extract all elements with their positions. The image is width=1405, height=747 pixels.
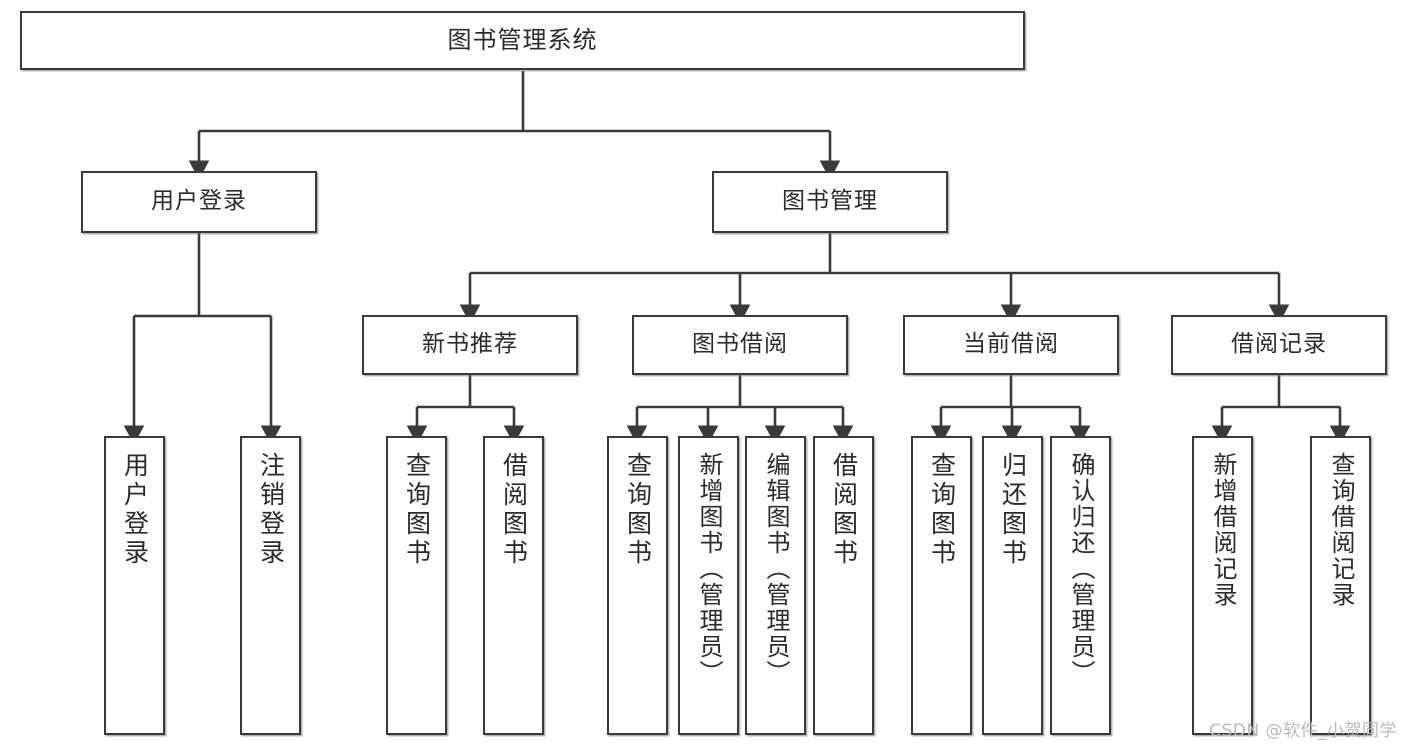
- node-leaf-query-book-borrow-label: 查询图书: [623, 452, 653, 568]
- node-user-login[interactable]: 用户登录: [81, 171, 317, 233]
- node-book-manage[interactable]: 图书管理: [712, 171, 948, 233]
- node-leaf-return-book-label: 归还图书: [998, 452, 1028, 568]
- node-leaf-query-book-recommend[interactable]: 查询图书: [386, 436, 447, 735]
- node-leaf-query-borrow-record[interactable]: 查询借阅记录: [1310, 436, 1371, 735]
- node-new-book-recommend[interactable]: 新书推荐: [362, 315, 578, 375]
- node-leaf-confirm-return-admin-label: 确认归还（管理员）: [1066, 452, 1095, 686]
- node-leaf-add-book-admin-label: 新增图书（管理员）: [694, 452, 723, 686]
- node-user-login-label: 用户登录: [151, 188, 247, 215]
- node-leaf-add-book-admin[interactable]: 新增图书（管理员）: [678, 436, 739, 735]
- node-current-borrow-label: 当前借阅: [963, 331, 1059, 358]
- node-root-label: 图书管理系统: [447, 26, 598, 55]
- node-leaf-borrow-book-label: 借阅图书: [829, 452, 859, 568]
- node-leaf-borrow-book-recommend-label: 借阅图书: [499, 452, 529, 568]
- node-leaf-user-login[interactable]: 用户登录: [104, 436, 165, 735]
- node-borrow-record-label: 借阅记录: [1231, 331, 1327, 358]
- node-leaf-add-borrow-record[interactable]: 新增借阅记录: [1192, 436, 1253, 735]
- node-leaf-return-book[interactable]: 归还图书: [982, 436, 1043, 735]
- node-leaf-query-book-current[interactable]: 查询图书: [911, 436, 972, 735]
- node-leaf-edit-book-admin-label: 编辑图书（管理员）: [761, 452, 790, 686]
- node-leaf-add-borrow-record-label: 新增借阅记录: [1208, 452, 1237, 608]
- node-book-borrow[interactable]: 图书借阅: [632, 315, 848, 375]
- node-book-manage-label: 图书管理: [782, 188, 878, 215]
- node-leaf-borrow-book-recommend[interactable]: 借阅图书: [483, 436, 544, 735]
- node-leaf-borrow-book[interactable]: 借阅图书: [813, 436, 874, 735]
- node-leaf-query-borrow-record-label: 查询借阅记录: [1326, 452, 1355, 608]
- node-leaf-confirm-return-admin[interactable]: 确认归还（管理员）: [1050, 436, 1111, 735]
- node-root[interactable]: 图书管理系统: [20, 11, 1025, 70]
- node-leaf-user-login-label: 用户登录: [120, 452, 150, 568]
- node-book-borrow-label: 图书借阅: [692, 331, 788, 358]
- node-leaf-user-logout-label: 注销登录: [256, 452, 286, 568]
- node-borrow-record[interactable]: 借阅记录: [1171, 315, 1387, 375]
- node-current-borrow[interactable]: 当前借阅: [903, 315, 1119, 375]
- node-leaf-query-book-recommend-label: 查询图书: [402, 452, 432, 568]
- node-leaf-query-book-borrow[interactable]: 查询图书: [607, 436, 668, 735]
- node-new-book-recommend-label: 新书推荐: [422, 331, 518, 358]
- node-leaf-user-logout[interactable]: 注销登录: [240, 436, 301, 735]
- node-leaf-query-book-current-label: 查询图书: [927, 452, 957, 568]
- node-leaf-edit-book-admin[interactable]: 编辑图书（管理员）: [745, 436, 806, 735]
